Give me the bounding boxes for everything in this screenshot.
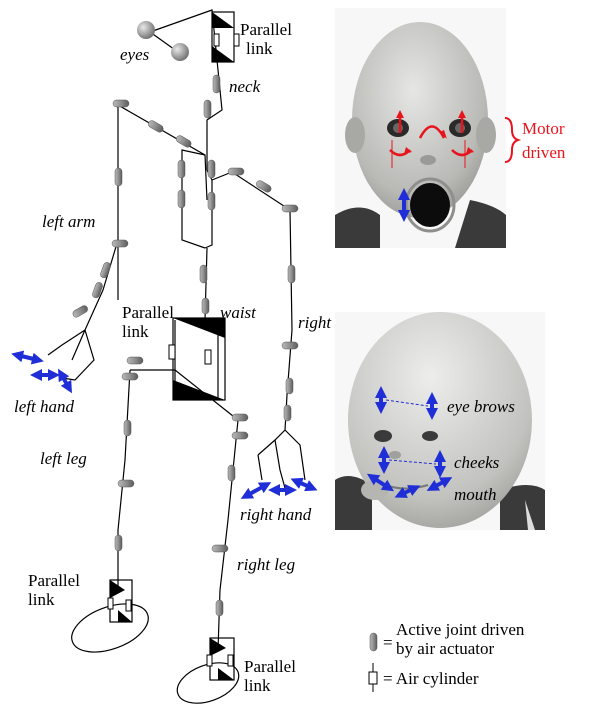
legend-equals: =: [383, 633, 393, 652]
joint-shoulder-r: [228, 168, 244, 175]
legend-joint-symbol: [370, 633, 377, 651]
joint-lleg-1: [122, 373, 138, 380]
joint-spine-3: [178, 190, 185, 208]
lfoot-link-bottom: [118, 610, 132, 622]
joint-rarm-3: [286, 378, 293, 394]
cheeks-label: cheeks: [454, 453, 500, 472]
face-photo-front: [335, 8, 506, 248]
joint-larm-1: [115, 168, 122, 186]
motor-driven-label-1: Motor: [522, 119, 565, 138]
skeleton-lines: [48, 10, 305, 711]
joint-larm-3: [99, 261, 111, 278]
waist-link-bottom: [173, 380, 225, 400]
waist-label: waist: [220, 303, 257, 322]
joint-lleg-2: [124, 420, 131, 436]
neck-link-top: [212, 12, 234, 28]
left-leg-label: left leg: [40, 449, 87, 468]
joint-neck: [213, 75, 220, 93]
right-hand-label: right hand: [240, 505, 312, 524]
hand-arrows: [17, 355, 312, 496]
joint-shoulder-l3: [175, 134, 192, 148]
joint-rleg-1: [232, 432, 248, 439]
rfoot-parallel-label-2: link: [244, 676, 271, 695]
joint-hip-r: [232, 414, 248, 421]
face-photo-side: [335, 312, 545, 530]
joint-neck-2: [204, 100, 211, 118]
joint-shoulder-l2: [147, 119, 164, 133]
eye-brows-label: eye brows: [447, 397, 515, 416]
joint-shoulder-l: [113, 100, 129, 107]
rfoot-parallel-label-1: Parallel: [244, 657, 296, 676]
mouth-label: mouth: [454, 485, 497, 504]
joint-rarm-2: [282, 342, 298, 349]
air-cylinders: [108, 34, 239, 666]
neck-parallel-label-2: link: [246, 39, 273, 58]
joint-shoulder-r2: [255, 179, 272, 193]
left-hand-label: left hand: [14, 397, 74, 416]
legend-active-joint-1: Active joint driven: [396, 620, 525, 639]
joint-lknee: [118, 480, 134, 487]
joint-larm-4: [91, 281, 103, 298]
joint-rleg-2: [228, 465, 235, 481]
joint-rleg-3: [216, 600, 223, 616]
robot-eye-left-2: [374, 430, 392, 442]
eyes-label: eyes: [120, 45, 150, 64]
active-joints: [72, 75, 377, 651]
eye-ball-left: [137, 21, 155, 39]
joint-spine-4: [208, 192, 215, 210]
eye-ball-right: [171, 43, 189, 61]
joint-spine-2: [208, 160, 215, 178]
right-leg-label: right leg: [237, 555, 295, 574]
joint-lleg-3: [115, 535, 122, 551]
waist-parallel-label-1: Parallel: [122, 303, 174, 322]
legend-active-joint-2: by air actuator: [396, 639, 495, 658]
joint-hip-l: [127, 357, 143, 364]
legend-air-cylinder: = Air cylinder: [383, 669, 479, 688]
motor-driven-label-2: driven: [522, 143, 566, 162]
joint-rknee: [212, 545, 228, 552]
lfoot-parallel-label-2: link: [28, 590, 55, 609]
joint-shoulder-r3: [282, 205, 298, 212]
joint-rarm-4: [284, 405, 291, 421]
robot-mouth-open: [410, 183, 450, 227]
lfoot-parallel-label-1: Parallel: [28, 571, 80, 590]
joint-waist: [200, 265, 207, 283]
waist-parallel-label-2: link: [122, 322, 149, 341]
joint-waist-2: [202, 298, 209, 314]
legend-cylinder-symbol: [369, 663, 377, 692]
joint-larm-2: [112, 240, 128, 247]
neck-parallel-label-1: Parallel: [240, 20, 292, 39]
robot-eye-right-2: [422, 431, 438, 441]
rfoot-link-bottom: [218, 668, 234, 680]
joint-lwrist: [72, 304, 89, 318]
joint-rarm-1: [288, 265, 295, 283]
neck-label: neck: [229, 77, 261, 96]
waist-link-top: [173, 318, 225, 338]
joint-spine-1: [178, 160, 185, 178]
left-arm-label: left arm: [42, 212, 95, 231]
